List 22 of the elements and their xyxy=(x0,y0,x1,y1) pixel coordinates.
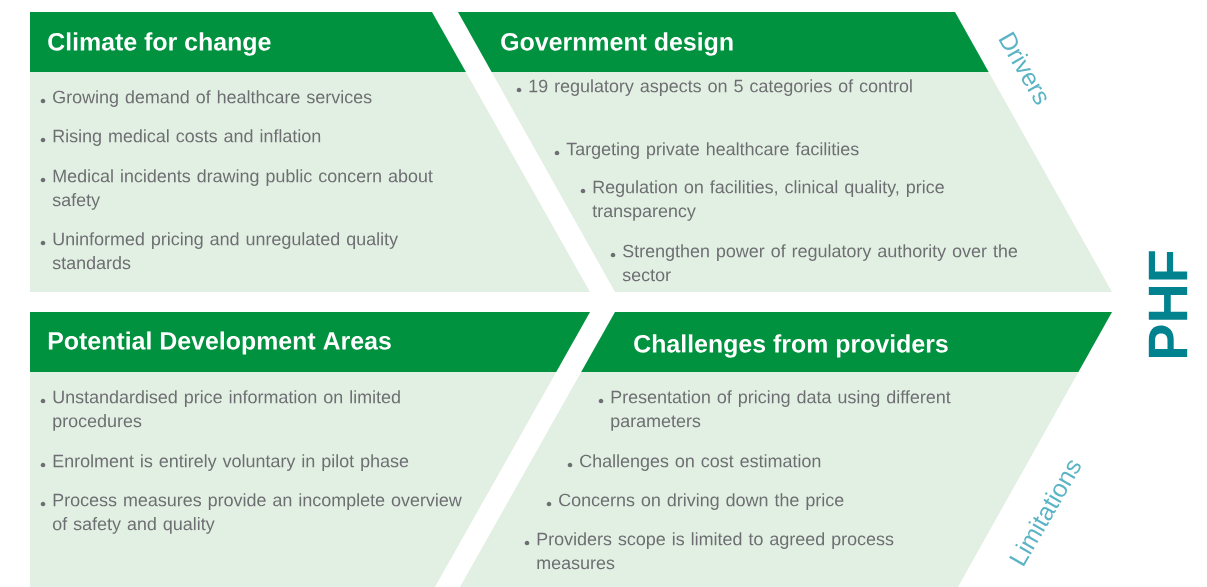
bullet-item: Regulation on facilities, clinical quality, price transparency xyxy=(580,180,944,221)
bullet-item: Providers scope is limited to agreed process measures xyxy=(524,532,894,570)
bullet-item: Targeting private healthcare facilities xyxy=(554,142,859,159)
panel-heading: Climate for change xyxy=(48,32,271,56)
bullet-item: Challenges on cost estimation xyxy=(567,454,821,471)
panel-heading: Challenges from providers xyxy=(634,334,948,358)
bullet-item: Presentation of pricing data using different parameters xyxy=(598,390,951,431)
bullet-item: Concerns on driving down the price xyxy=(546,493,844,510)
panel-heading: Government design xyxy=(501,32,733,56)
bullet-item: Process measures provide an incomplete overview of safety and quality xyxy=(40,493,462,534)
bullet-item: Enrolment is entirely voluntary in pilot phase xyxy=(40,454,409,471)
bullet-item: Uninformed pricing and unregulated quality standards xyxy=(40,232,398,270)
bullet-item: Rising medical costs and inflation xyxy=(40,129,321,146)
bullet-item: Unstandardised price information on limited procedures xyxy=(40,390,400,431)
side-label: PHF xyxy=(1148,251,1188,358)
bullet-item: Strengthen power of regulatory authority over the sector xyxy=(610,244,1018,282)
bullet-item: Growing demand of healthcare services xyxy=(40,90,372,107)
panel xyxy=(458,12,1112,292)
bullet-item: 19 regulatory aspects on 5 categories of control xyxy=(516,79,912,96)
panel-heading: Potential Development Areas xyxy=(48,331,391,355)
panel xyxy=(460,312,1112,587)
bullet-item: Medical incidents drawing public concern about safety xyxy=(40,169,433,210)
